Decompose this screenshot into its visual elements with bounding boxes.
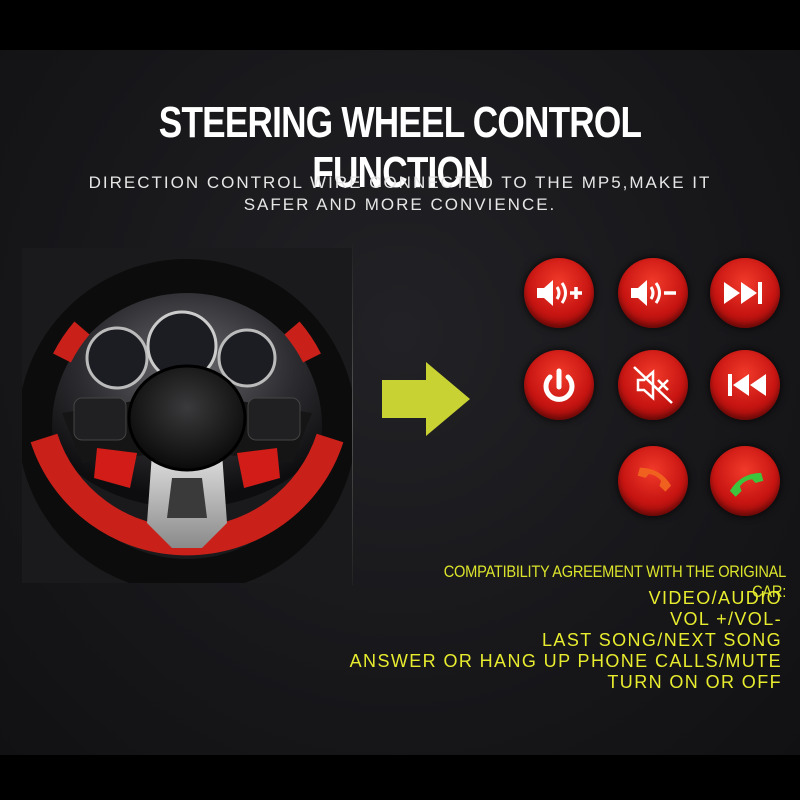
steering-hub: [127, 364, 247, 472]
gauge-right: [217, 328, 277, 388]
gauge-left: [85, 326, 149, 390]
subtitle-line-2: SAFER AND MORE CONVIENCE.: [243, 195, 557, 214]
next-track-button[interactable]: [710, 258, 780, 328]
arrow-right-icon: [382, 362, 470, 436]
feature-list: VIDEO/AUDIO VOL +/VOL- LAST SONG/NEXT SO…: [262, 588, 782, 693]
volume-up-button[interactable]: [524, 258, 594, 328]
hang-up-button[interactable]: [618, 446, 688, 516]
mute-icon: [633, 366, 673, 404]
feature-item: TURN ON OR OFF: [607, 672, 782, 692]
next-track-icon: [724, 282, 762, 304]
steering-wheel-image: [22, 248, 352, 583]
feature-item: ANSWER OR HANG UP PHONE CALLS/MUTE: [349, 651, 782, 671]
feature-item: LAST SONG/NEXT SONG: [542, 630, 782, 650]
answer-call-button[interactable]: [710, 446, 780, 516]
volume-down-icon: [631, 280, 676, 306]
volume-up-icon: [537, 280, 582, 306]
hang-up-icon: [637, 467, 672, 492]
power-button[interactable]: [524, 350, 594, 420]
feature-item: VIDEO/AUDIO: [648, 588, 782, 608]
compatibility-heading: COMPATIBILITY AGREEMENT WITH THE ORIGINA…: [443, 562, 787, 601]
volume-down-button[interactable]: [618, 258, 688, 328]
previous-track-icon: [728, 374, 766, 396]
divider: [352, 245, 353, 585]
mute-button[interactable]: [618, 350, 688, 420]
previous-track-button[interactable]: [710, 350, 780, 420]
answer-call-icon: [729, 472, 764, 497]
subtitle: DIRECTION CONTROL WIRE CONNECTED TO THE …: [50, 172, 750, 216]
feature-item: VOL +/VOL-: [670, 609, 782, 629]
page-title: STEERING WHEEL CONTROL FUNCTION: [158, 98, 642, 197]
subtitle-line-1: DIRECTION CONTROL WIRE CONNECTED TO THE …: [88, 173, 712, 192]
power-icon: [543, 368, 575, 402]
